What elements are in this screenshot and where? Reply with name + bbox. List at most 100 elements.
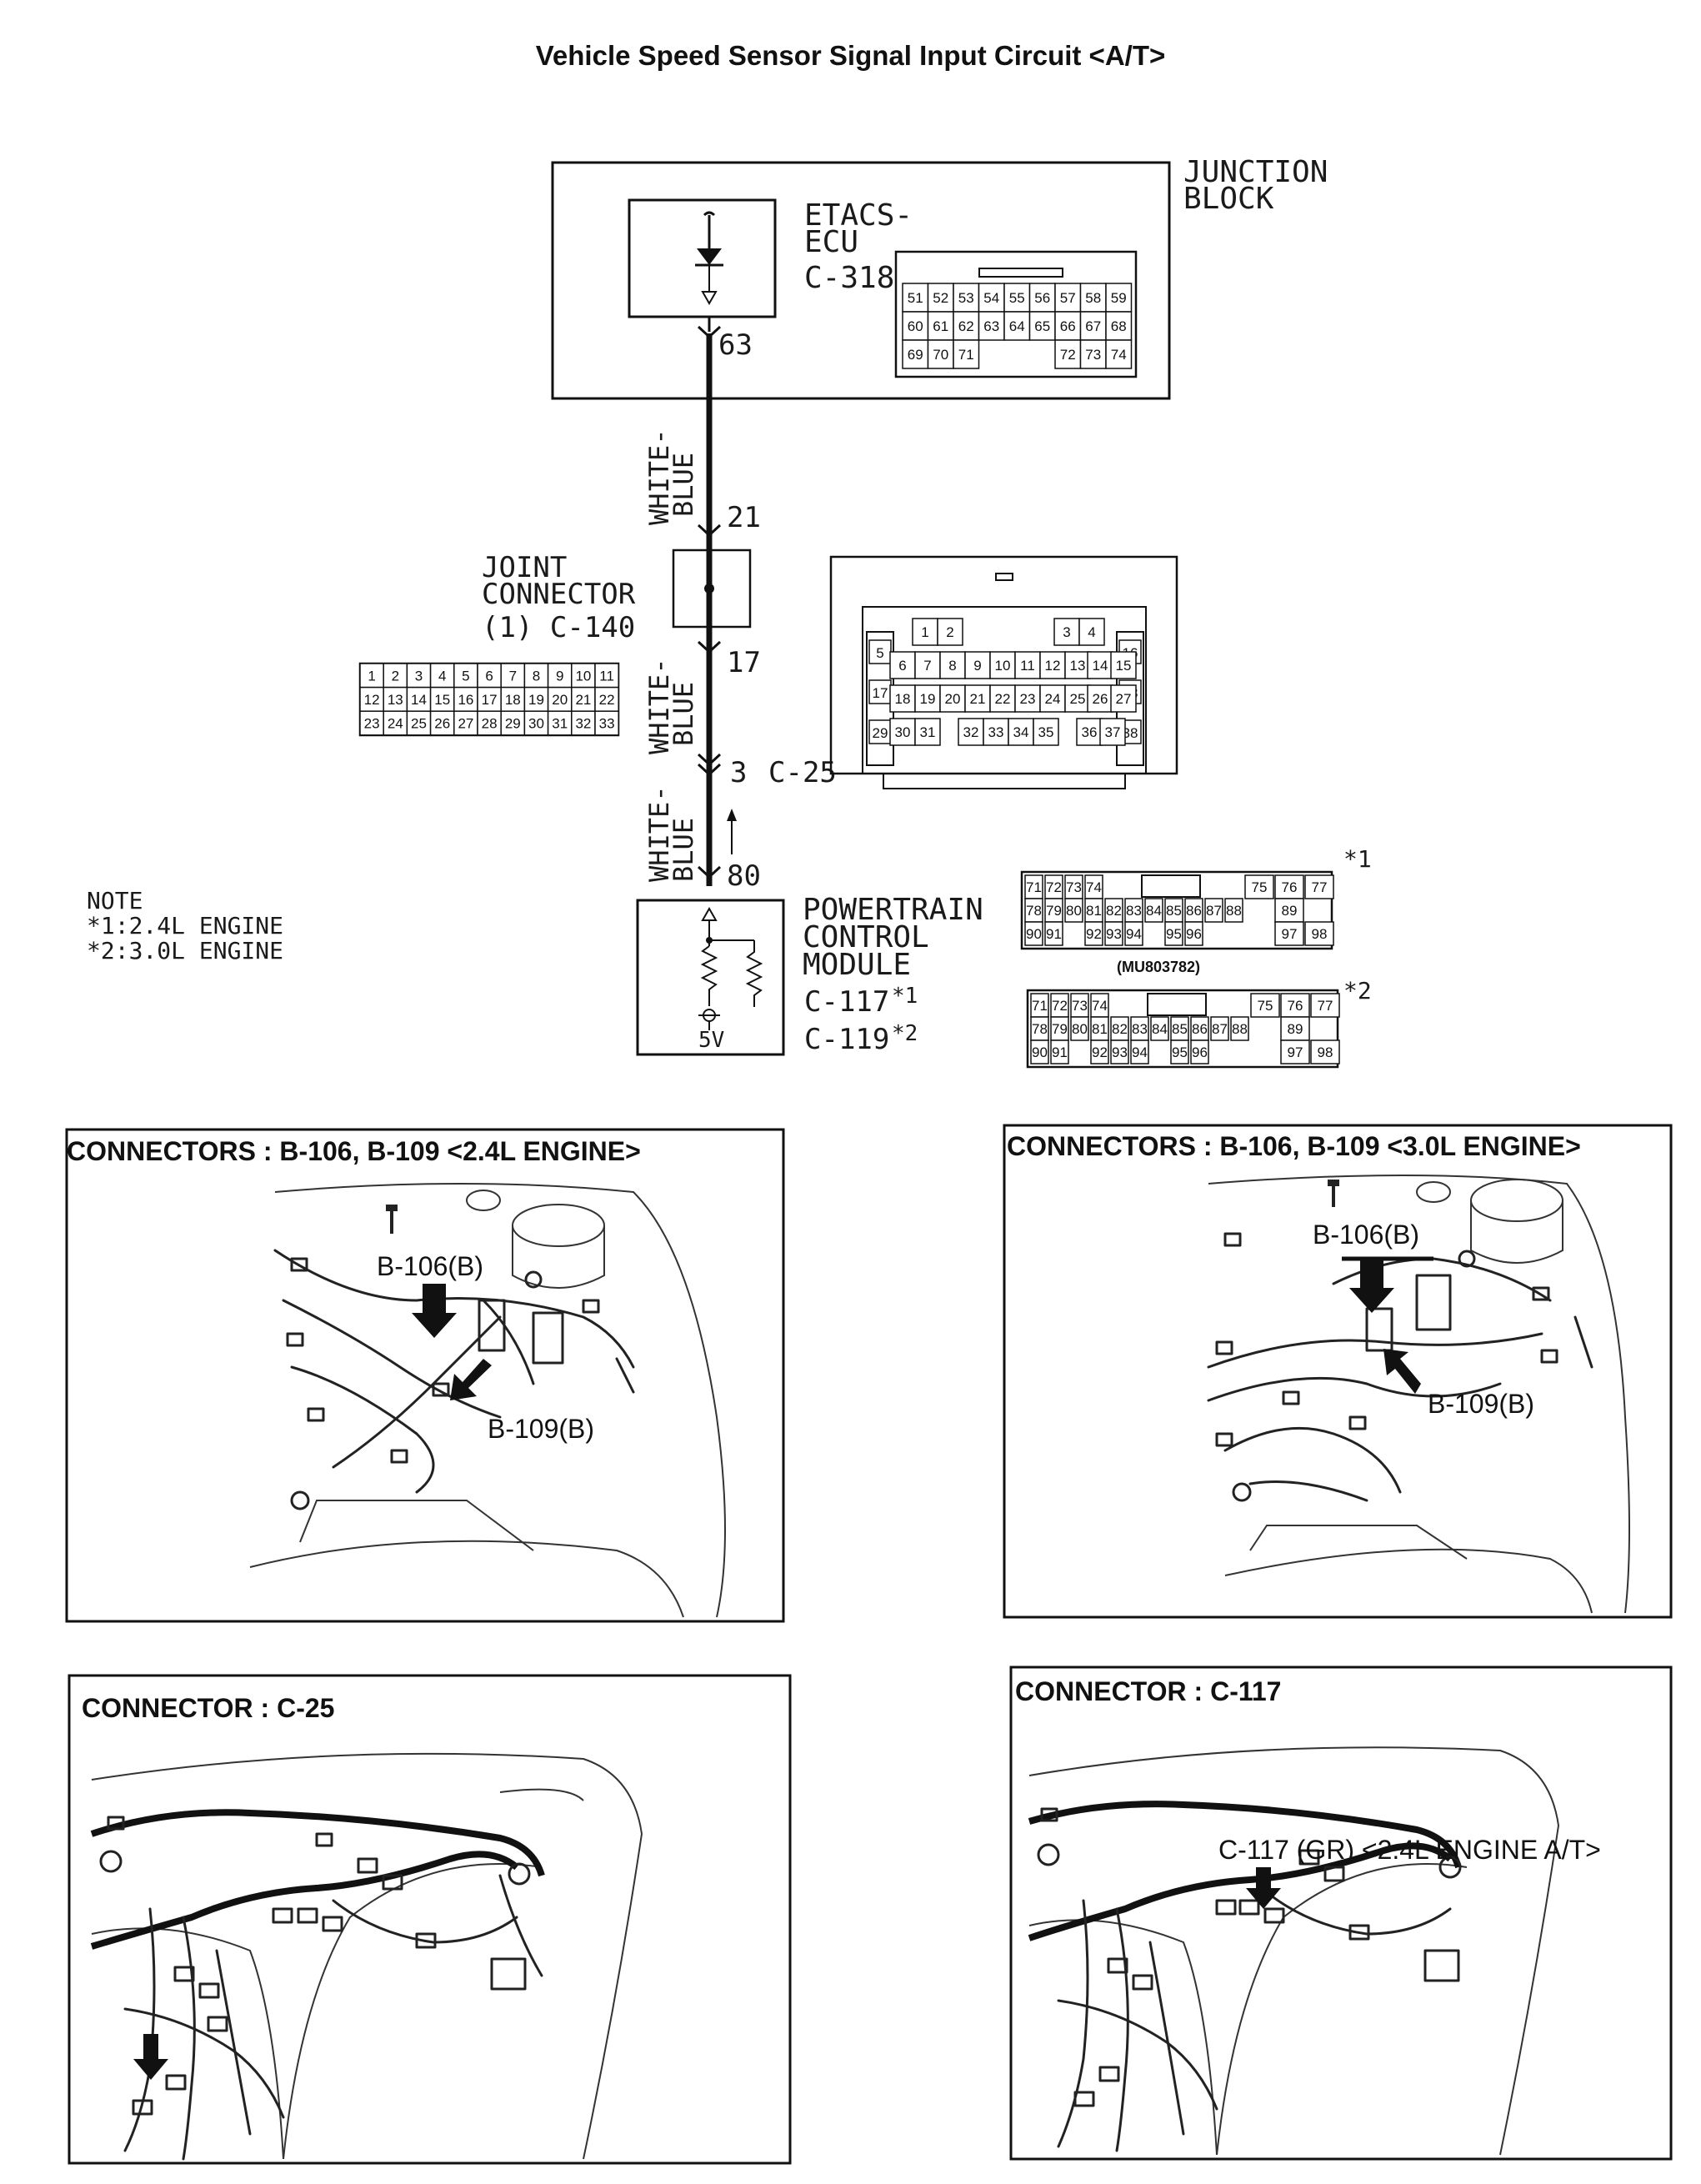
c25-pin-number: 10 <box>995 658 1011 674</box>
c119-pin-number: 79 <box>1052 1021 1068 1037</box>
c25-pin-cell <box>914 651 941 679</box>
c119-pin-number: 94 <box>1132 1044 1148 1060</box>
engine-bay-illustration-1 <box>249 1183 726 1618</box>
c318-pin-number: 67 <box>1085 318 1101 334</box>
c318-pin-cell <box>1079 311 1107 341</box>
c140-pin-number: 30 <box>528 716 544 732</box>
c117-pin-number: 74 <box>1086 879 1102 895</box>
c318-pin-number: 66 <box>1060 318 1076 334</box>
junction-block-outline <box>551 161 1171 400</box>
c318-pin-cell <box>902 283 929 313</box>
c117-pin-number: 88 <box>1226 903 1242 919</box>
c25-connector-label: C-25 <box>768 756 837 789</box>
wire-color-3-line-2: BLUE <box>668 818 699 882</box>
etacs-ecu-label-1: ETACS- <box>804 198 913 233</box>
panel-1-callout-b106: B-106(B) <box>377 1251 483 1281</box>
c140-pin-number: 22 <box>599 692 615 708</box>
c25-pin-cell <box>1110 684 1137 713</box>
c318-pin-cell <box>978 311 1005 341</box>
panel-4-title: CONNECTOR : C-117 <box>1015 1676 1281 1706</box>
c117-pin-number: 83 <box>1126 903 1142 919</box>
c117-pin-cell <box>1204 898 1223 923</box>
c140-pin-number: 21 <box>575 692 591 708</box>
panel-4-callout-c117: C-117 (GR) <2.4L ENGINE A/T> <box>1218 1835 1601 1865</box>
c25-pin-cell <box>1078 618 1105 646</box>
pcm-label-2: CONTROL <box>803 920 929 954</box>
c25-pin-cell <box>914 684 941 713</box>
c119-pin-number: 83 <box>1132 1021 1148 1037</box>
pin-17-label: 17 <box>727 646 761 679</box>
c25-pin-number: 25 <box>1070 691 1086 707</box>
c117-pin-number: 81 <box>1086 903 1102 919</box>
c25-pin-number: 27 <box>1116 691 1132 707</box>
c318-pin-cell <box>927 339 954 369</box>
c117-pin-number: 72 <box>1046 879 1062 895</box>
c25-pin-number: 26 <box>1093 691 1108 707</box>
c25-pin-number: 29 <box>873 725 888 741</box>
c25-pin-cell <box>1014 684 1041 713</box>
c25-pin-cell <box>989 684 1016 713</box>
c117-pin-cell <box>1304 874 1334 899</box>
c119-pin-cell <box>1070 1016 1089 1041</box>
c117-pin-cell <box>1104 921 1123 946</box>
wire-color-2-line-2: BLUE <box>668 682 699 746</box>
c25-pin-number: 23 <box>1020 691 1036 707</box>
c119-pin-number: 85 <box>1172 1021 1188 1037</box>
c140-pin-number: 11 <box>599 668 614 684</box>
c140-pin-number: 16 <box>458 692 473 708</box>
c119-pin-number: 71 <box>1032 998 1048 1014</box>
c318-pin-number: 74 <box>1111 347 1127 363</box>
wire-color-2-line-1: WHITE- <box>643 658 675 754</box>
c318-pin-number: 61 <box>933 318 948 334</box>
c119-pin-cell <box>1190 1039 1209 1064</box>
c140-pin-number: 14 <box>411 692 427 708</box>
c25-pin-cell <box>1064 684 1091 713</box>
panel-2-callout-b106: B-106(B) <box>1313 1220 1419 1250</box>
c25-pin-number: 12 <box>1045 658 1061 674</box>
c117-pin-number: 92 <box>1086 926 1102 942</box>
c25-pin-cell <box>1014 651 1041 679</box>
c140-pin-number: 25 <box>411 716 427 732</box>
c318-pin-number: 68 <box>1111 318 1127 334</box>
pcm-face-mark-2: *2 <box>1343 977 1372 1004</box>
c117-pin-cell <box>1224 898 1243 923</box>
c117-pin-cell <box>1044 921 1063 946</box>
c140-pin-number: 23 <box>364 716 380 732</box>
c318-pin-number: 60 <box>908 318 923 334</box>
c318-pin-number: 69 <box>908 347 923 363</box>
pcm-voltage: 5V <box>698 1028 724 1053</box>
c25-pin-number: 2 <box>946 624 953 640</box>
dashboard-illustration-2 <box>1028 1746 1560 2156</box>
c117-key <box>1141 874 1201 898</box>
c140-pin-cell <box>477 686 502 712</box>
c119-pin-number: 80 <box>1072 1021 1088 1037</box>
c117-pin-cell <box>1024 921 1043 946</box>
c25-pin-number: 22 <box>995 691 1011 707</box>
c140-pin-number: 17 <box>482 692 498 708</box>
c117-pin-number: 78 <box>1026 903 1042 919</box>
c117-pin-number: 90 <box>1026 926 1042 942</box>
c25-pin-number: 5 <box>876 645 883 661</box>
c140-pin-number: 7 <box>509 668 517 684</box>
pcm-label-1: POWERTRAIN <box>803 893 983 927</box>
c140-pin-number: 2 <box>392 668 399 684</box>
c119-pin-cell <box>1310 993 1340 1018</box>
c119-pin-number: 84 <box>1152 1021 1168 1037</box>
c25-pin-number: 4 <box>1088 624 1095 640</box>
c318-pin-number: 62 <box>958 318 974 334</box>
panel-2-callout-b109: B-109(B) <box>1428 1389 1534 1419</box>
c140-pin-number: 12 <box>364 692 380 708</box>
c140-pin-number: 29 <box>505 716 521 732</box>
wire-color-1-line-1: WHITE- <box>643 428 675 525</box>
c140-pin-number: 32 <box>575 716 591 732</box>
c119-pin-cell <box>1030 1039 1049 1064</box>
panel-2-title: CONNECTORS : B-106, B-109 <3.0L ENGINE> <box>1007 1131 1581 1161</box>
c140-pin-number: 15 <box>434 692 450 708</box>
c117-pin-number: 77 <box>1312 879 1328 895</box>
panel-3-title: CONNECTOR : C-25 <box>82 1693 334 1723</box>
c117-pin-number: 93 <box>1106 926 1122 942</box>
